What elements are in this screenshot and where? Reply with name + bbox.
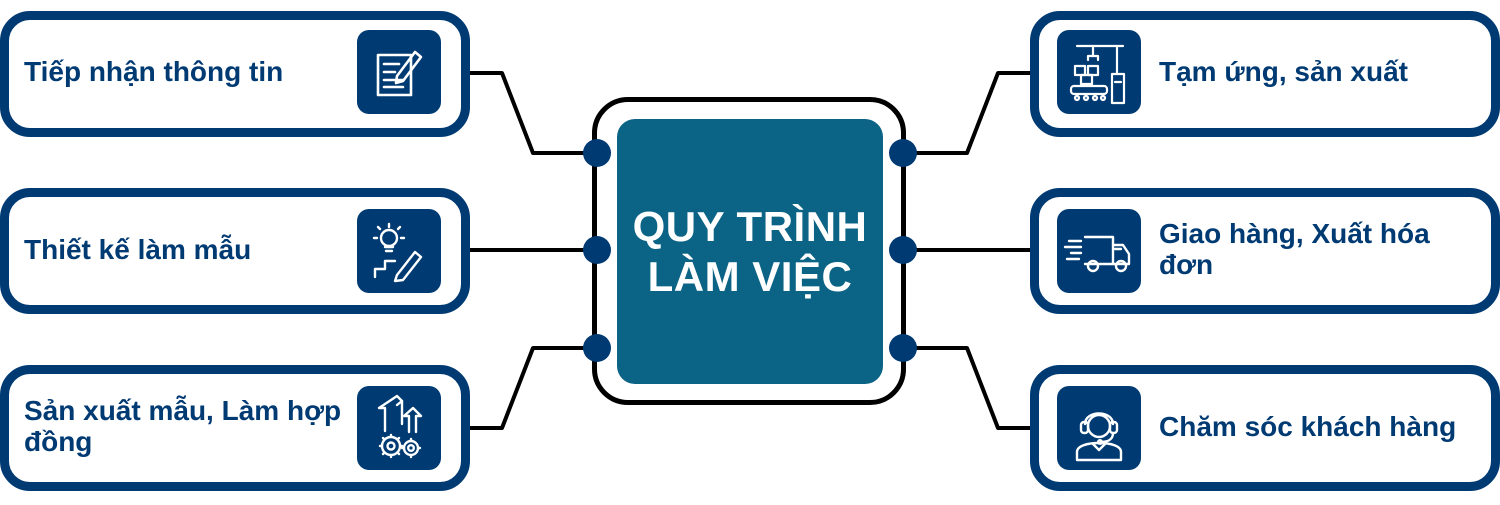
step-label-receive-info: Tiếp nhận thông tin — [24, 55, 284, 87]
step-label-advance-production: Tạm ứng, sản xuất — [1159, 55, 1408, 87]
connector-right-1 — [912, 71, 1032, 155]
connector-dot-left-1 — [583, 139, 611, 167]
lightbulb-pencil-icon — [357, 209, 441, 293]
delivery-truck-icon — [1057, 209, 1141, 293]
step-card-design-sample — [0, 188, 470, 314]
step-label-design-sample: Thiết kế làm mẫu — [24, 233, 252, 265]
connector-left-3 — [468, 346, 588, 430]
step-label-customer-care: Chăm sóc khách hàng — [1159, 410, 1457, 442]
center-title-line2: LÀM VIỆC — [647, 252, 853, 300]
center-box: QUY TRÌNH LÀM VIỆC — [617, 119, 883, 384]
document-pen-icon — [357, 30, 441, 114]
connector-right-3 — [912, 346, 1032, 430]
center-title: QUY TRÌNH LÀM VIỆC — [633, 202, 868, 302]
connector-dot-right-2 — [889, 236, 917, 264]
connector-dot-right-3 — [889, 334, 917, 362]
connector-left-1 — [468, 71, 588, 155]
headset-agent-icon — [1057, 386, 1141, 470]
connector-dot-left-3 — [583, 334, 611, 362]
step-label-delivery-invoice: Giao hàng, Xuất hóa đơn — [1159, 218, 1430, 280]
step-label-produce-sample: Sản xuất mẫu, Làm hợp đồng — [24, 395, 342, 457]
factory-robot-arm-icon — [1057, 30, 1141, 114]
connector-dot-right-1 — [889, 139, 917, 167]
center-title-line1: QUY TRÌNH — [632, 202, 868, 250]
gears-arrows-icon — [357, 386, 441, 470]
connector-dot-left-2 — [583, 236, 611, 264]
